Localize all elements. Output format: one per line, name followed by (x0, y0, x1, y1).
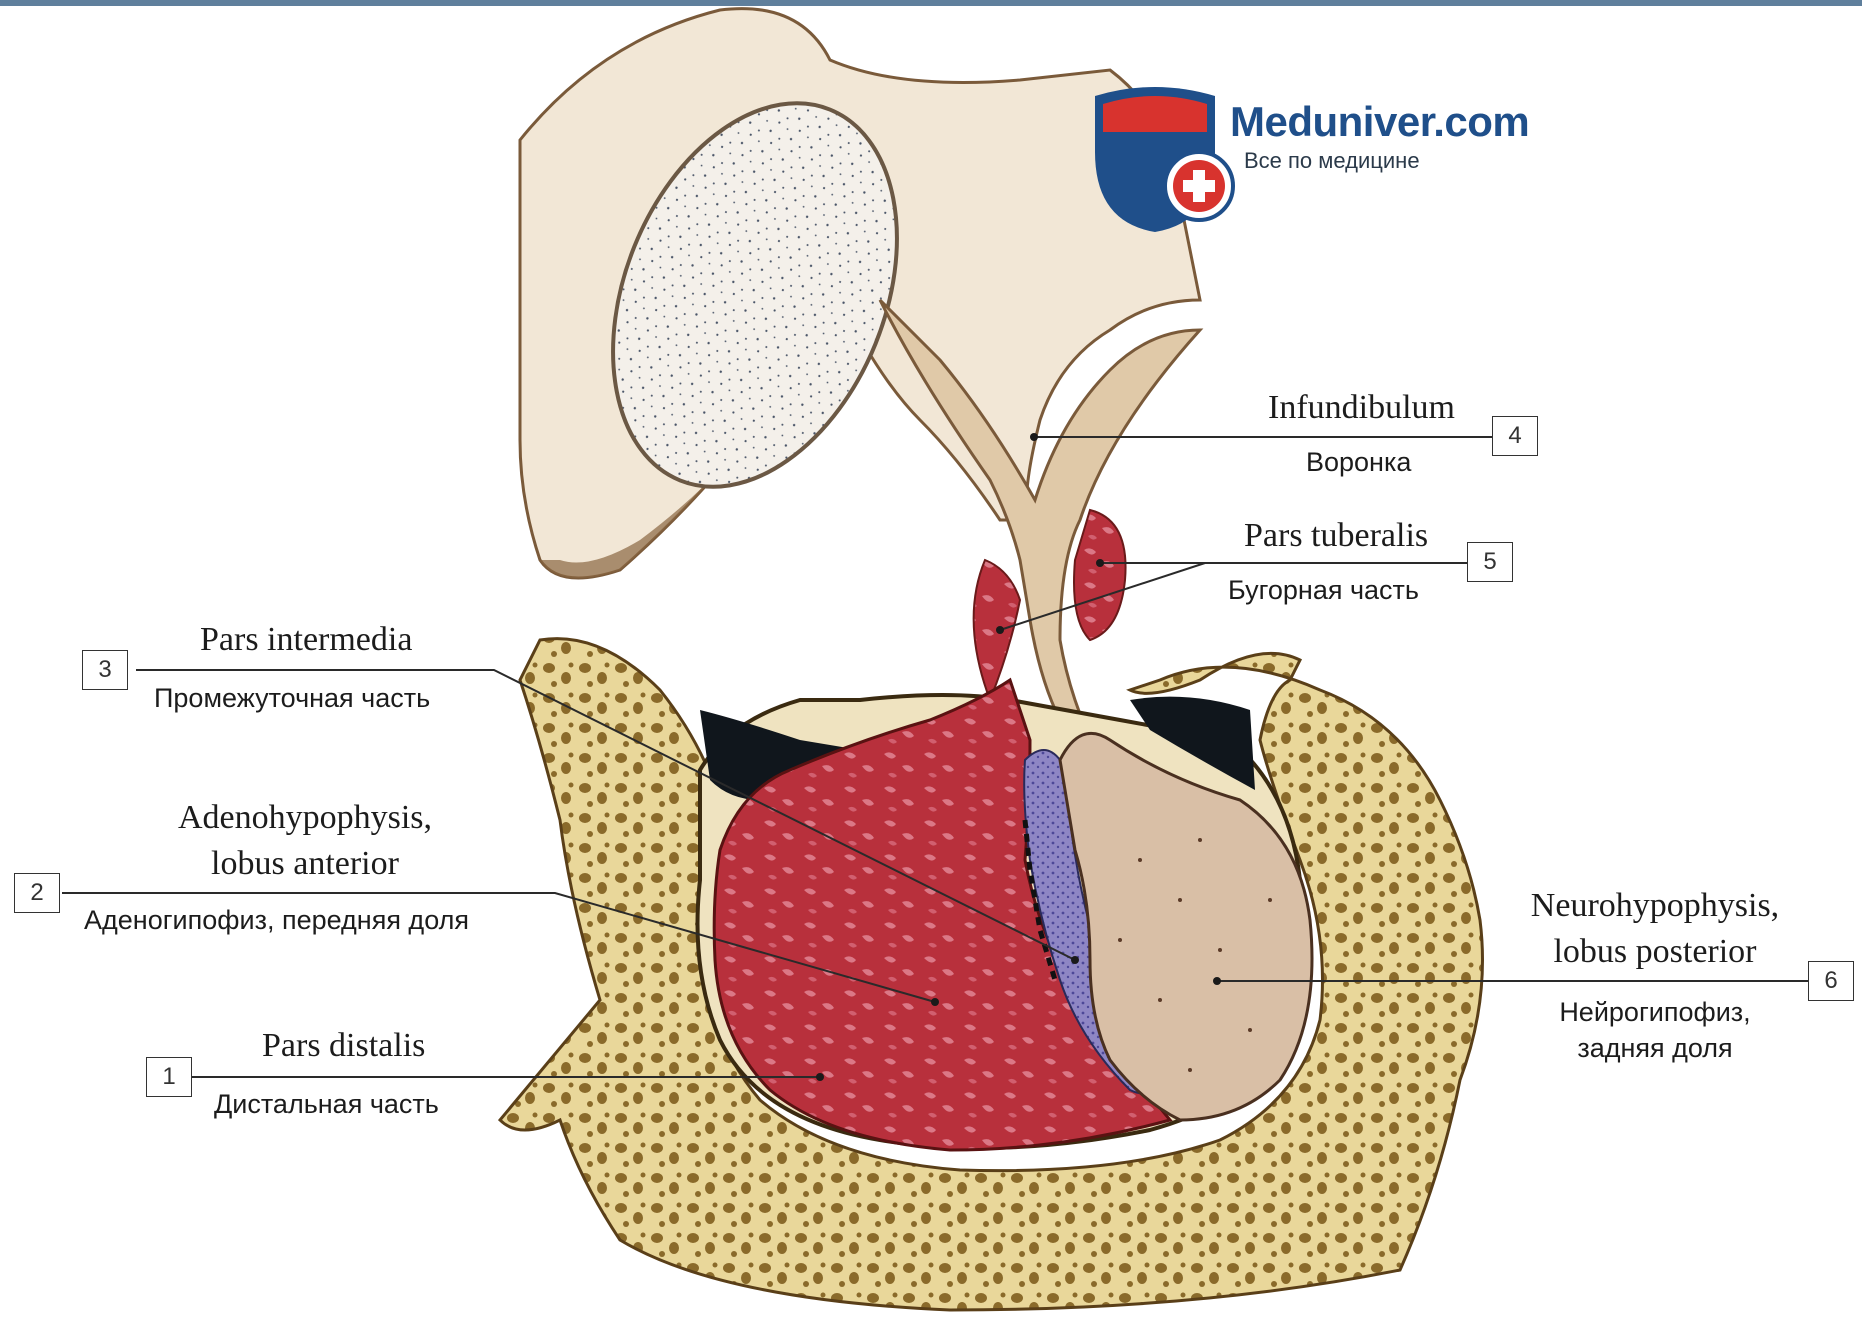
label-3-latin: Pars intermedia (200, 620, 412, 659)
label-6-number: 6 (1808, 961, 1854, 1001)
label-2-latin-line2: lobus anterior (170, 844, 440, 883)
brand-name: Meduniver.com (1230, 98, 1529, 146)
brand-logo[interactable]: Meduniver.com Все по медицине (1230, 98, 1529, 174)
label-6-latin-line2: lobus posterior (1510, 932, 1800, 971)
label-4-russian: Воронка (1306, 446, 1411, 478)
label-1-number: 1 (146, 1057, 192, 1097)
label-5-number: 5 (1467, 542, 1513, 582)
label-6-latin-line1: Neurohypophysis, (1510, 886, 1800, 925)
label-1-russian: Дистальная часть (214, 1088, 439, 1120)
label-5-russian: Бугорная часть (1228, 574, 1419, 606)
label-2-number: 2 (14, 873, 60, 913)
label-1-latin: Pars distalis (262, 1026, 425, 1065)
label-4-number: 4 (1492, 416, 1538, 456)
label-3-number: 3 (82, 650, 128, 690)
label-2-latin-line1: Adenohypophysis, (170, 798, 440, 837)
label-3-russian: Промежуточная часть (154, 682, 430, 714)
label-4-latin: Infundibulum (1268, 388, 1455, 427)
label-5-latin: Pars tuberalis (1244, 516, 1428, 555)
brand-tagline: Все по медицине (1244, 148, 1529, 174)
label-6-russian-line1: Нейрогипофиз, (1520, 996, 1790, 1028)
label-6-russian-line2: задняя доля (1520, 1032, 1790, 1064)
pars-tuberalis-shape (1074, 510, 1126, 640)
label-2-russian: Аденогипофиз, передняя доля (84, 904, 469, 936)
meduniver-shield (1095, 87, 1233, 232)
